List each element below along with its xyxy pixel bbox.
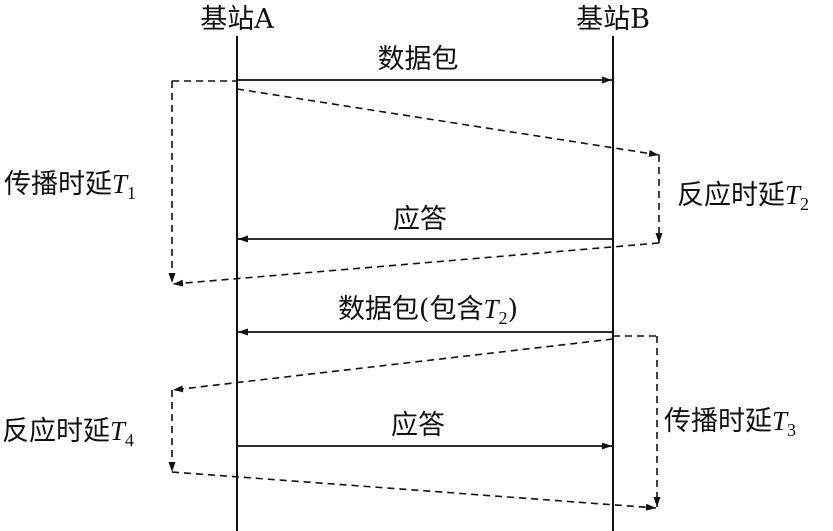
timing-path-bottom bbox=[168, 335, 661, 511]
dash-diagonal-back-to-a bbox=[172, 242, 660, 287]
station-a-label: 基站A bbox=[200, 4, 274, 35]
dash-diagonal-to-b bbox=[236, 88, 660, 157]
delay-t4-label: 反应时延T4 bbox=[2, 416, 134, 450]
timing-path-top bbox=[168, 80, 663, 287]
delay-t2-label: 反应时延T2 bbox=[677, 180, 809, 214]
reply1-label: 应答 bbox=[393, 204, 447, 235]
dash-diagonal-to-a bbox=[172, 338, 614, 393]
packet2-label: 数据包(包含T2) bbox=[338, 294, 518, 328]
dash-diagonal-back-to-b bbox=[171, 471, 657, 511]
station-b-label: 基站B bbox=[576, 4, 650, 35]
reply2-label: 应答 bbox=[391, 410, 445, 441]
delay-t3-label: 传播时延T3 bbox=[664, 406, 796, 440]
packet1-label: 数据包 bbox=[378, 44, 459, 75]
delay-t1-label: 传播时延T1 bbox=[4, 169, 136, 203]
